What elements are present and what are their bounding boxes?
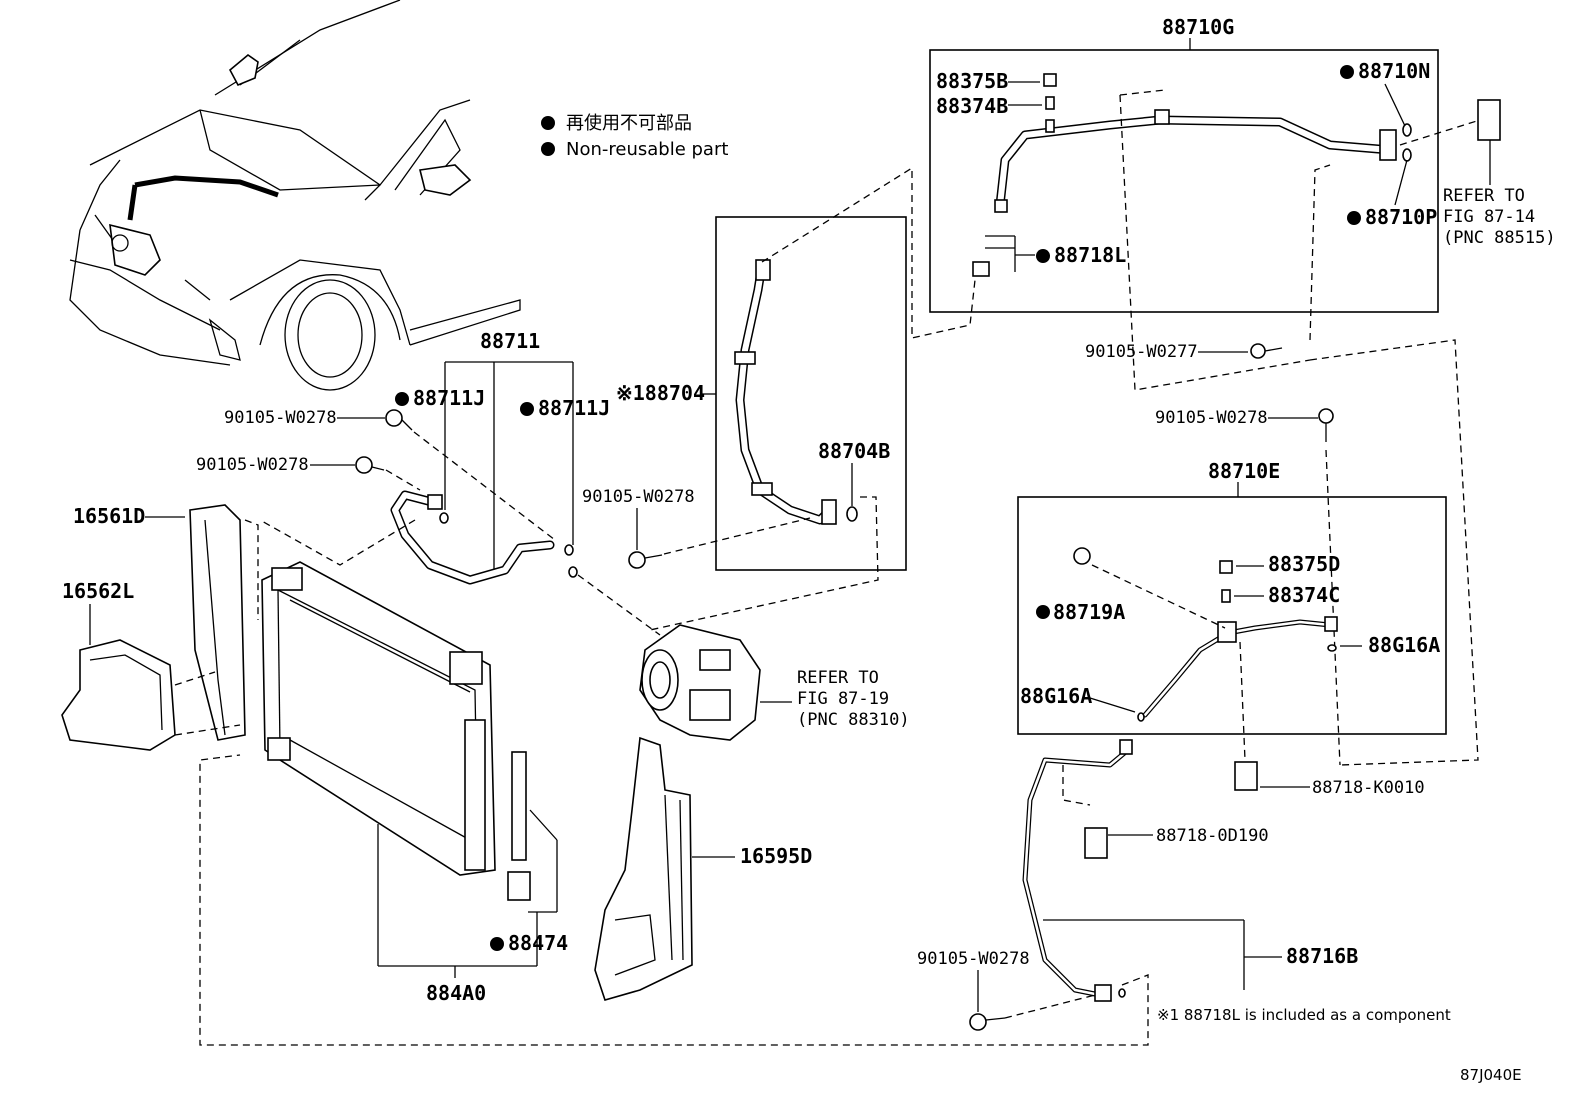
part-90105-W0278-c-label[interactable]: 90105-W0278 [196,455,309,475]
legend-en: Non-reusable part [566,139,728,160]
service-valve-icon [1217,621,1237,643]
part-88374C-label[interactable]: 88374C [1268,583,1340,607]
group-88711: 88711 88711J 88711J 90105-W0278 90105-W0… [196,329,610,585]
bolt-icon [969,1013,987,1031]
figure-id: 87J040E [1460,1066,1522,1084]
part-90105-W0278-bottom-label[interactable]: 90105-W0278 [917,949,1030,969]
bolt-90105-W0277: 90105-W0277 [1085,342,1283,362]
non-reusable-bullet-icon [1347,211,1361,225]
switch-icon [1073,547,1091,565]
non-reusable-bullet-icon [490,937,504,951]
clamp-88718-K0010: 88718-K0010 [1234,761,1425,798]
part-88716B-label[interactable]: 88716B [1286,944,1358,968]
refer-1-line-2[interactable]: FIG 87-14 [1443,207,1535,227]
bolt-icon [355,456,373,474]
refer-1-line-3[interactable]: (PNC 88515) [1443,228,1556,248]
desiccant-icon [511,751,527,861]
bolt-icon [1250,343,1266,359]
part-884A0-label[interactable]: 884A0 [426,981,486,1005]
bolt-90105-W0278-right: 90105-W0278 [1155,408,1341,766]
part-88718-0D190-label[interactable]: 88718-0D190 [1156,826,1269,846]
part-88710G-box [929,49,1439,313]
part-88710E-box [1017,496,1447,735]
part-88710E-label[interactable]: 88710E [1208,459,1280,483]
part-16562L-label[interactable]: 16562L [62,579,134,603]
part-90105-W0278-d-label[interactable]: 90105-W0278 [582,487,695,507]
group-88704: 88704B ※188704 [616,166,976,631]
refer-2-line-2[interactable]: FIG 87-19 [797,689,889,709]
part-88474-label[interactable]: 88474 [508,931,568,955]
seal-16595D: 16595D [594,736,812,1001]
part-88711J-right-label[interactable]: 88711J [538,396,610,420]
receiver-tank-icon [464,719,486,871]
car-front-illustration [69,0,521,391]
tube-88716B: 88718-0D190 88716B [199,739,1358,1046]
clamp-icon [1234,761,1258,791]
part-88375D-label[interactable]: 88375D [1268,552,1340,576]
part-88G16A-right-label[interactable]: 88G16A [1368,633,1440,657]
clamp-icon [1084,827,1108,859]
seal-16562L: 16562L [61,579,176,751]
part-88704-label[interactable]: ※188704 [616,381,705,405]
o-ring-icon [1402,148,1412,162]
part-16595D-label[interactable]: 16595D [740,844,812,868]
refer-2-line-3[interactable]: (PNC 88310) [797,710,910,730]
connector-icon [1477,99,1501,141]
part-88374B-label[interactable]: 88374B [936,94,1008,118]
part-88718-K0010-label[interactable]: 88718-K0010 [1312,778,1425,798]
reference-fig-87-14: REFER TO FIG 87-14 (PNC 88515) [1443,99,1556,248]
group-88710E: 88710E 88719A 88375D 88374C 88G16A 88G16… [1017,459,1447,761]
bolt-icon [385,409,403,427]
non-reusable-bullet-icon [1340,65,1354,79]
legend: 再使用不可部品 Non-reusable part [541,113,728,160]
bolt-90105-W0278-bottom: 90105-W0278 [917,949,1096,1031]
part-88G16A-left-label[interactable]: 88G16A [1020,684,1092,708]
refer-2-line-1[interactable]: REFER TO [797,668,879,688]
part-88711-label[interactable]: 88711 [480,329,540,353]
footnote: ※1 88718L is included as a component [1157,1006,1451,1024]
plug-icon [507,871,531,901]
part-88710P-label[interactable]: 88710P [1365,205,1437,229]
non-reusable-bullet-icon [1036,605,1050,619]
refer-1-line-1[interactable]: REFER TO [1443,186,1525,206]
o-ring-icon [1402,123,1412,137]
part-16561D-label[interactable]: 16561D [73,504,145,528]
part-90105-W0277-label[interactable]: 90105-W0277 [1085,342,1198,362]
seal-icon [594,736,693,1001]
ac-compressor: REFER TO FIG 87-19 (PNC 88310) [577,574,910,741]
part-88719A-label[interactable]: 88719A [1053,600,1125,624]
bolt-90105-W0278-middle: 90105-W0278 [582,487,811,569]
group-88710G: 88710G 88375B 88374B 88710N 88710P [929,15,1481,391]
non-reusable-bullet-icon [1036,249,1050,263]
o-ring-icon [846,506,858,522]
part-88711J-left-label[interactable]: 88711J [413,386,485,410]
part-90105-W0278-right-label[interactable]: 90105-W0278 [1155,408,1268,428]
non-reusable-bullet-icon [541,142,555,156]
non-reusable-bullet-icon [541,116,555,130]
legend-jp: 再使用不可部品 [566,113,692,134]
part-88710N-label[interactable]: 88710N [1358,59,1430,83]
part-88710G-label[interactable]: 88710G [1162,15,1234,39]
seal-icon [189,504,246,741]
non-reusable-bullet-icon [395,392,409,406]
part-88375B-label[interactable]: 88375B [936,69,1008,93]
part-88704B-label[interactable]: 88704B [818,439,890,463]
valve-core-icon [1045,96,1055,110]
seal-16561D: 16561D [73,504,259,741]
part-88718L-label[interactable]: 88718L [1054,243,1126,267]
non-reusable-bullet-icon [520,402,534,416]
bolt-icon [1318,408,1334,424]
condenser-884A0: 88474 884A0 [261,561,568,1005]
bolt-icon [628,551,646,569]
cap-icon [1043,73,1057,87]
part-90105-W0278-a-label[interactable]: 90105-W0278 [224,408,337,428]
